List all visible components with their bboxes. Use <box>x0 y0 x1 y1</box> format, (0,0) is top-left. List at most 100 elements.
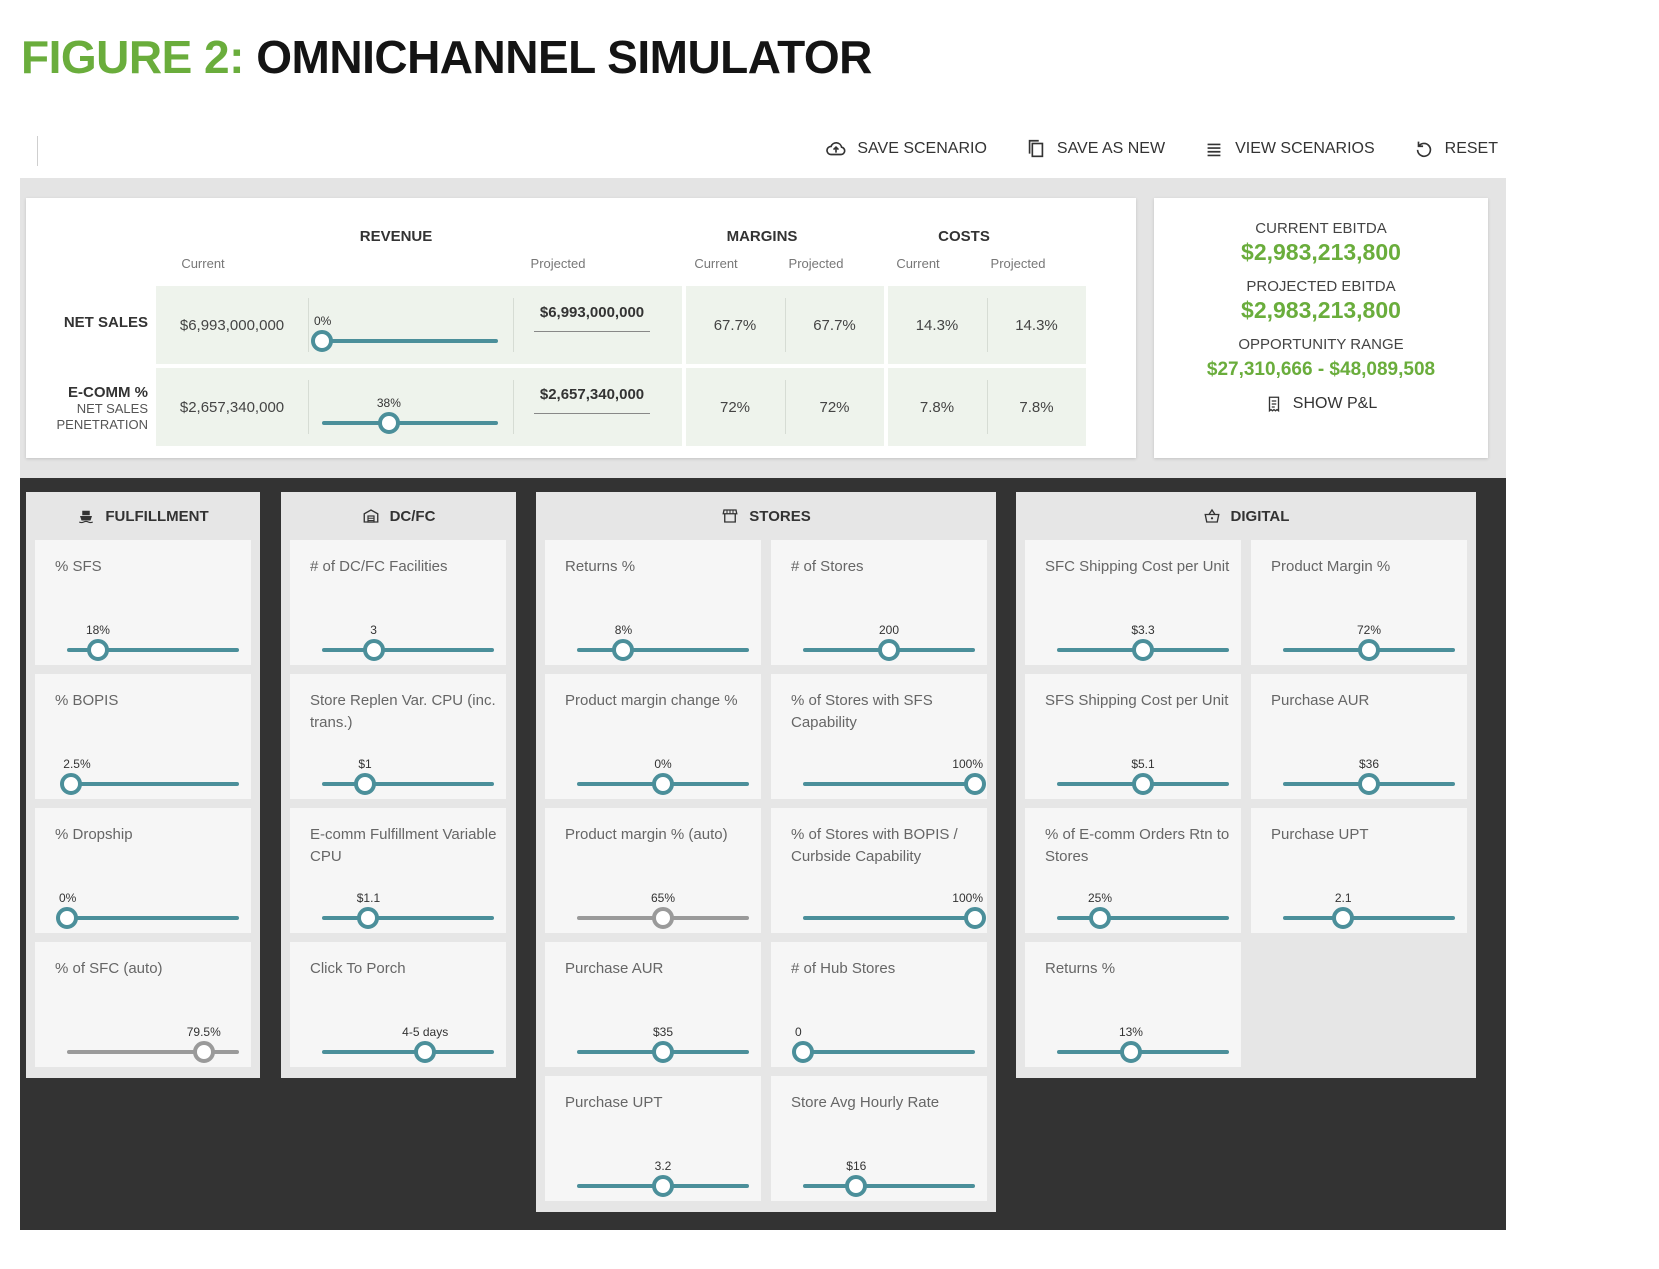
slider-thumb[interactable] <box>1358 639 1380 661</box>
slider-thumb[interactable] <box>1358 773 1380 795</box>
dcfc-facilities-slider[interactable]: 3 <box>322 623 494 661</box>
figure-title-rest: OMNICHANNEL SIMULATOR <box>256 31 872 83</box>
ecomm-penetration-slider[interactable]: 38% <box>322 396 498 434</box>
control-card: Product Margin % 72% <box>1251 540 1467 665</box>
opportunity-range-value: $27,310,666 - $48,089,508 <box>1206 359 1436 380</box>
slider-thumb[interactable] <box>1119 1041 1142 1063</box>
slider-thumb[interactable] <box>1089 907 1111 929</box>
slider-thumb[interactable] <box>652 1175 674 1197</box>
click-to-porch-slider[interactable]: 4-5 days <box>322 1025 494 1063</box>
hub-stores-slider[interactable]: 0 <box>792 1025 975 1063</box>
store-purchase-upt-slider[interactable]: 3.2 <box>577 1159 749 1197</box>
slider-value: 2.1 <box>1334 891 1352 905</box>
store-returns-slider[interactable]: 8% <box>577 623 749 661</box>
sfs-shipping-cost-slider[interactable]: $5.1 <box>1057 757 1229 795</box>
slider-thumb[interactable] <box>56 907 78 929</box>
stores-bopis-capability-slider[interactable]: 100% <box>803 891 986 929</box>
ecomm-label: E-COMM % <box>68 384 148 401</box>
slider-thumb[interactable] <box>362 639 385 661</box>
slider-value: $5.1 <box>1131 757 1155 771</box>
slider-thumb[interactable] <box>845 1175 868 1197</box>
slider-thumb[interactable] <box>1132 639 1154 661</box>
toolbar-divider <box>37 136 38 166</box>
ecomm-returns-to-stores-slider[interactable]: 25% <box>1057 891 1229 929</box>
revenue-current-header: Current <box>181 256 225 271</box>
slider-thumb[interactable] <box>357 907 380 929</box>
control-card: % of E-comm Orders Rtn to Stores 25% <box>1025 808 1241 933</box>
sfc-shipping-cost-slider[interactable]: $3.3 <box>1057 623 1229 661</box>
slider-thumb[interactable] <box>354 773 376 795</box>
control-card: Purchase UPT 2.1 <box>1251 808 1467 933</box>
slider-value: $16 <box>846 1159 867 1173</box>
control-label: Returns % <box>1045 960 1116 977</box>
slider-thumb[interactable] <box>792 1041 814 1063</box>
control-card: SFS Shipping Cost per Unit $5.1 <box>1025 674 1241 799</box>
control-card: % of Stores with SFS Capability 100% <box>771 674 987 799</box>
save-scenario-button[interactable]: SAVE SCENARIO <box>825 138 987 160</box>
view-scenarios-button[interactable]: VIEW SCENARIOS <box>1203 138 1375 160</box>
digital-purchase-aur-slider[interactable]: $36 <box>1283 757 1455 795</box>
opportunity-range-label: OPPORTUNITY RANGE <box>1238 336 1404 353</box>
ebitda-card: CURRENT EBITDA $2,983,213,800 PROJECTED … <box>1154 198 1488 458</box>
slider-value: 18% <box>85 623 110 637</box>
slider-thumb <box>652 907 674 929</box>
show-pl-button[interactable]: SHOW P&L <box>1265 395 1377 413</box>
margin-projected-header: Projected <box>788 256 844 271</box>
slider-thumb[interactable] <box>311 330 333 352</box>
control-card: % SFS 18% <box>35 540 251 665</box>
metrics-card: REVENUE MARGINS COSTS Current Projected … <box>26 198 1136 458</box>
digital-returns-slider[interactable]: 13% <box>1057 1025 1229 1063</box>
slider-thumb[interactable] <box>1332 907 1355 929</box>
product-margin-change-slider[interactable]: 0% <box>577 757 749 795</box>
save-as-new-button[interactable]: SAVE AS NEW <box>1025 138 1165 160</box>
store-purchase-aur-slider[interactable]: $35 <box>577 1025 749 1063</box>
slider-thumb[interactable] <box>1132 773 1154 795</box>
slider-thumb[interactable] <box>878 639 900 661</box>
digital-purchase-upt-slider[interactable]: 2.1 <box>1283 891 1455 929</box>
slider-thumb[interactable] <box>377 412 400 434</box>
slider-value: 0% <box>59 891 77 905</box>
slider-thumb[interactable] <box>964 907 986 929</box>
slider-thumb[interactable] <box>414 1041 437 1063</box>
control-card: Store Avg Hourly Rate $16 <box>771 1076 987 1201</box>
cost-projected-header: Projected <box>990 256 1046 271</box>
stores-sfs-capability-slider[interactable]: 100% <box>803 757 986 795</box>
control-label: Purchase AUR <box>1271 692 1370 709</box>
store-replen-cpu-slider[interactable]: $1 <box>322 757 494 795</box>
dcfc-title: DC/FC <box>389 507 436 525</box>
control-card: Product margin % (auto) 65% <box>545 808 761 933</box>
slider-thumb[interactable] <box>60 773 83 795</box>
store-hourly-rate-slider[interactable]: $16 <box>803 1159 975 1197</box>
control-label: % of E-comm Orders Rtn to Stores <box>1045 826 1230 865</box>
net-sales-row: NET SALES $6,993,000,000 0% $6,993,000,0… <box>26 286 1136 364</box>
slider-value: 25% <box>1087 891 1113 905</box>
sfs-slider[interactable]: 18% <box>67 623 239 661</box>
ecomm-revenue-current: $2,657,340,000 <box>179 398 285 416</box>
ecomm-fulfillment-cpu-slider[interactable]: $1.1 <box>322 891 494 929</box>
control-label: Purchase AUR <box>565 960 664 977</box>
digital-product-margin-slider[interactable]: 72% <box>1283 623 1455 661</box>
net-sales-growth-slider[interactable]: 0% <box>311 314 498 352</box>
slider-thumb[interactable] <box>86 639 109 661</box>
reset-button[interactable]: RESET <box>1413 138 1498 160</box>
slider-thumb[interactable] <box>652 773 674 795</box>
current-ebitda-value: $2,983,213,800 <box>1241 239 1401 265</box>
bopis-slider[interactable]: 2.5% <box>60 757 239 795</box>
reset-icon <box>1416 141 1431 158</box>
slider-thumb[interactable] <box>964 773 986 795</box>
dropship-slider[interactable]: 0% <box>56 891 239 929</box>
revenue-projected-header: Projected <box>530 256 586 271</box>
control-card: # of Hub Stores 0 <box>771 942 987 1067</box>
slider-value: $1.1 <box>356 891 381 905</box>
slider-value: 3.2 <box>654 1159 672 1173</box>
control-label: E-comm Fulfillment Variable CPU <box>310 826 497 865</box>
slider-thumb[interactable] <box>652 1041 674 1063</box>
control-label: Store Replen Var. CPU (inc. trans.) <box>310 692 496 731</box>
num-stores-slider[interactable]: 200 <box>803 623 975 661</box>
slider-thumb[interactable] <box>612 639 635 661</box>
net-sales-label: NET SALES <box>63 314 148 331</box>
storefront-icon <box>722 509 738 523</box>
digital-panel: DIGITAL SFC Shipping Cost per Unit $3.3 … <box>1016 492 1476 1078</box>
ecomm-margin-projected: 72% <box>819 398 850 416</box>
list-icon <box>1207 143 1221 157</box>
